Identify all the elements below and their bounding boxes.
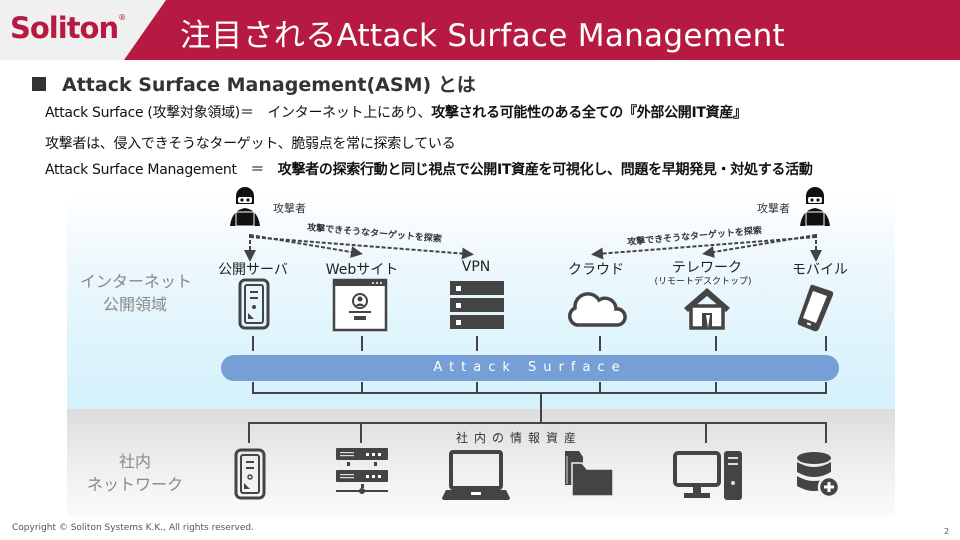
attacker-label-right: 攻撃者 — [757, 202, 790, 215]
asset-label-mobile: モバイル — [792, 262, 848, 278]
zone-label-line: 社内 — [118, 452, 151, 471]
registered-mark: ® — [118, 13, 126, 22]
hacker-icon — [230, 187, 260, 227]
asset-sublabel-remote-desktop: (リモートデスクトップ) — [654, 277, 752, 287]
bullet-square-icon — [32, 76, 46, 91]
cloud-icon — [568, 292, 627, 327]
public-asset-connectors — [252, 336, 827, 351]
probe-arrow — [249, 236, 474, 260]
asset-label-public-server: 公開サーバ — [218, 262, 288, 278]
definition-description: 攻撃者の探索行動と同じ視点で公開IT資産を可視化し、問題を早期発見・対処する活動 — [277, 162, 813, 178]
soliton-logo: Soliton® — [10, 11, 126, 45]
home-icon — [684, 288, 730, 330]
definition-attack-surface: Attack Surface (攻撃対象領域)＝ インターネット上にあり、攻撃さ… — [45, 102, 747, 122]
hacker-icon — [800, 187, 830, 227]
definition-asm: Attack Surface Management ＝ 攻撃者の探索行動と同じ視… — [45, 159, 813, 179]
asset-label-website: Webサイト — [325, 262, 399, 278]
zone-label-line: ネットワーク — [86, 475, 183, 494]
zone-label-line: インターネット — [80, 272, 193, 291]
section-heading-text: Attack Surface Management(ASM) とは — [62, 74, 476, 96]
tower-server-icon — [234, 448, 266, 500]
desktop-pc-icon — [673, 451, 742, 500]
definition-attacker-behavior: 攻撃者は、侵入できそうなターゲット、脆弱点を常に探索している — [45, 136, 456, 152]
section-heading: Attack Surface Management(ASM) とは — [32, 70, 476, 97]
internal-zone-label: 社内 ネットワーク — [80, 450, 190, 496]
probe-arrows-left — [244, 234, 474, 262]
asset-label-telework: テレワーク — [672, 260, 742, 276]
probe-arrow — [591, 236, 817, 260]
database-add-icon — [797, 452, 841, 499]
probe-arrows-right — [591, 234, 822, 262]
website-icon — [332, 278, 388, 332]
internal-assets-title: 社内の情報資産 — [456, 431, 583, 445]
smartphone-icon — [797, 284, 834, 332]
laptop-icon — [442, 450, 510, 500]
slide-header: Soliton® 注目されるAttack Surface Management — [0, 0, 960, 60]
network-server-icon — [336, 448, 388, 494]
attacker-label-left: 攻撃者 — [273, 202, 306, 215]
internal-bracket — [248, 422, 827, 443]
definition-term: Attack Surface Management ＝ — [45, 162, 278, 178]
header-title-bar — [124, 0, 960, 60]
definition-term: Attack Surface (攻撃対象領域)＝ インターネット上にあり、 — [45, 105, 432, 121]
asset-label-cloud: クラウド — [568, 262, 624, 278]
definition-description: 攻撃される可能性のある全ての『外部公開IT資産』 — [431, 105, 747, 121]
probe-arrow — [249, 234, 363, 258]
internet-zone-label: インターネット 公開領域 — [80, 270, 193, 316]
copyright-notice: Copyright © Soliton Systems K.K., All ri… — [12, 523, 254, 533]
page-title: 注目されるAttack Surface Management — [180, 18, 785, 54]
folder-icon — [565, 451, 614, 497]
surface-bracket — [252, 382, 827, 423]
asset-label-vpn: VPN — [461, 259, 491, 275]
attack-surface-bar: Attack Surface — [221, 355, 839, 381]
rack-server-icon — [450, 281, 504, 329]
zone-label-line: 公開領域 — [102, 295, 167, 314]
logo-text: Soliton — [10, 11, 119, 45]
tower-server-icon — [238, 278, 270, 330]
page-number: 2 — [944, 527, 950, 536]
